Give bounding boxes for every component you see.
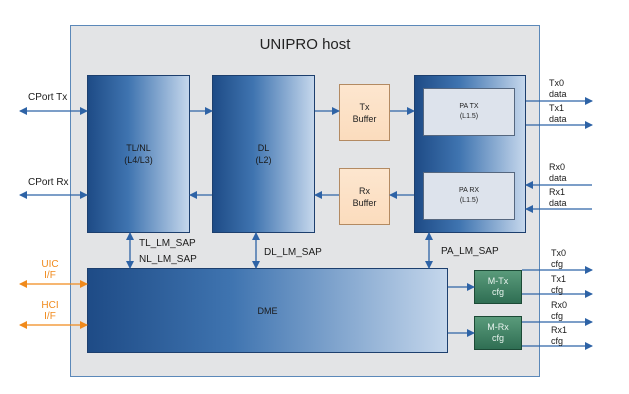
rx0-cfg-label-2: cfg bbox=[551, 311, 564, 321]
dl-lm-sap-label: DL_LM_SAP bbox=[264, 247, 322, 258]
cport-tx-label: CPort Tx bbox=[28, 92, 68, 103]
rx-buffer-label-2: Buffer bbox=[352, 197, 377, 208]
rx0-cfg-label: Rx0 cfg bbox=[551, 300, 567, 322]
pa-rx-label: PA RX bbox=[458, 187, 480, 194]
pa-rx-block: PA RX (L1.5) bbox=[423, 172, 515, 220]
tx0-data-label: Tx0 data bbox=[549, 78, 567, 100]
dl-block: DL (L2) bbox=[212, 75, 315, 233]
rx-buffer-label-1: Rx bbox=[358, 185, 370, 196]
dl-layer-label: (L2) bbox=[255, 155, 272, 165]
tlnl-label: TL/NL bbox=[126, 143, 151, 153]
hci-if-label: HCI I/F bbox=[40, 300, 60, 322]
rx0-data-label-2: data bbox=[549, 173, 567, 183]
tx1-cfg-label-2: cfg bbox=[551, 285, 564, 295]
pa-rx-layer-label: (L1.5) bbox=[459, 197, 479, 204]
tx-buffer-label-2: Buffer bbox=[352, 113, 377, 124]
tlnl-layer-label: (L4/L3) bbox=[124, 155, 153, 165]
mtx-cfg-block: M-Tx cfg bbox=[474, 270, 522, 304]
rx1-data-label-2: data bbox=[549, 198, 567, 208]
mrx-label: M-Rx bbox=[487, 322, 509, 332]
dme-label: DME bbox=[257, 306, 278, 316]
tx0-data-label-2: data bbox=[549, 89, 567, 99]
rx1-cfg-label: Rx1 cfg bbox=[551, 325, 567, 347]
mtx-label: M-Tx bbox=[487, 276, 509, 286]
tx1-data-label-1: Tx1 bbox=[549, 103, 565, 113]
pa-lm-sap-label: PA_LM_SAP bbox=[441, 246, 499, 257]
rx0-cfg-label-1: Rx0 bbox=[551, 300, 568, 310]
tx1-data-label-2: data bbox=[549, 114, 567, 124]
cport-rx-label: CPort Rx bbox=[28, 177, 69, 188]
nl-lm-sap-label: NL_LM_SAP bbox=[139, 254, 197, 265]
tx0-cfg-label: Tx0 cfg bbox=[551, 248, 566, 270]
rx0-data-label: Rx0 data bbox=[549, 162, 567, 184]
tx0-cfg-label-2: cfg bbox=[551, 259, 564, 269]
rx1-cfg-label-1: Rx1 bbox=[551, 325, 568, 335]
tx0-cfg-label-1: Tx0 bbox=[551, 248, 567, 258]
uic-label-2: I/F bbox=[44, 270, 56, 281]
tx1-cfg-label: Tx1 cfg bbox=[551, 274, 566, 296]
rx1-cfg-label-2: cfg bbox=[551, 336, 564, 346]
tlnl-block: TL/NL (L4/L3) bbox=[87, 75, 190, 233]
rx1-data-label-1: Rx1 bbox=[549, 187, 566, 197]
rx1-data-label: Rx1 data bbox=[549, 187, 567, 209]
mrx-cfg-label: cfg bbox=[491, 333, 504, 343]
rx0-data-label-1: Rx0 bbox=[549, 162, 566, 172]
mrx-cfg-block: M-Rx cfg bbox=[474, 316, 522, 350]
host-title: UNIPRO host bbox=[259, 36, 351, 53]
pa-tx-label: PA TX bbox=[459, 103, 479, 110]
tx1-data-label: Tx1 data bbox=[549, 103, 567, 125]
hci-label-2: I/F bbox=[44, 311, 56, 322]
tl-lm-sap-label: TL_LM_SAP bbox=[139, 238, 196, 249]
tx-buffer-label-1: Tx bbox=[359, 101, 370, 112]
uic-label-1: UIC bbox=[41, 259, 59, 270]
pa-tx-layer-label: (L1.5) bbox=[459, 113, 479, 120]
uic-if-label: UIC I/F bbox=[40, 259, 60, 281]
pa-tx-block: PA TX (L1.5) bbox=[423, 88, 515, 136]
mtx-cfg-label: cfg bbox=[491, 287, 504, 297]
tx1-cfg-label-1: Tx1 bbox=[551, 274, 567, 284]
hci-label-1: HCI bbox=[41, 300, 59, 311]
dme-block: DME bbox=[87, 268, 448, 353]
tx0-data-label-1: Tx0 bbox=[549, 78, 565, 88]
dl-label: DL bbox=[257, 143, 270, 153]
